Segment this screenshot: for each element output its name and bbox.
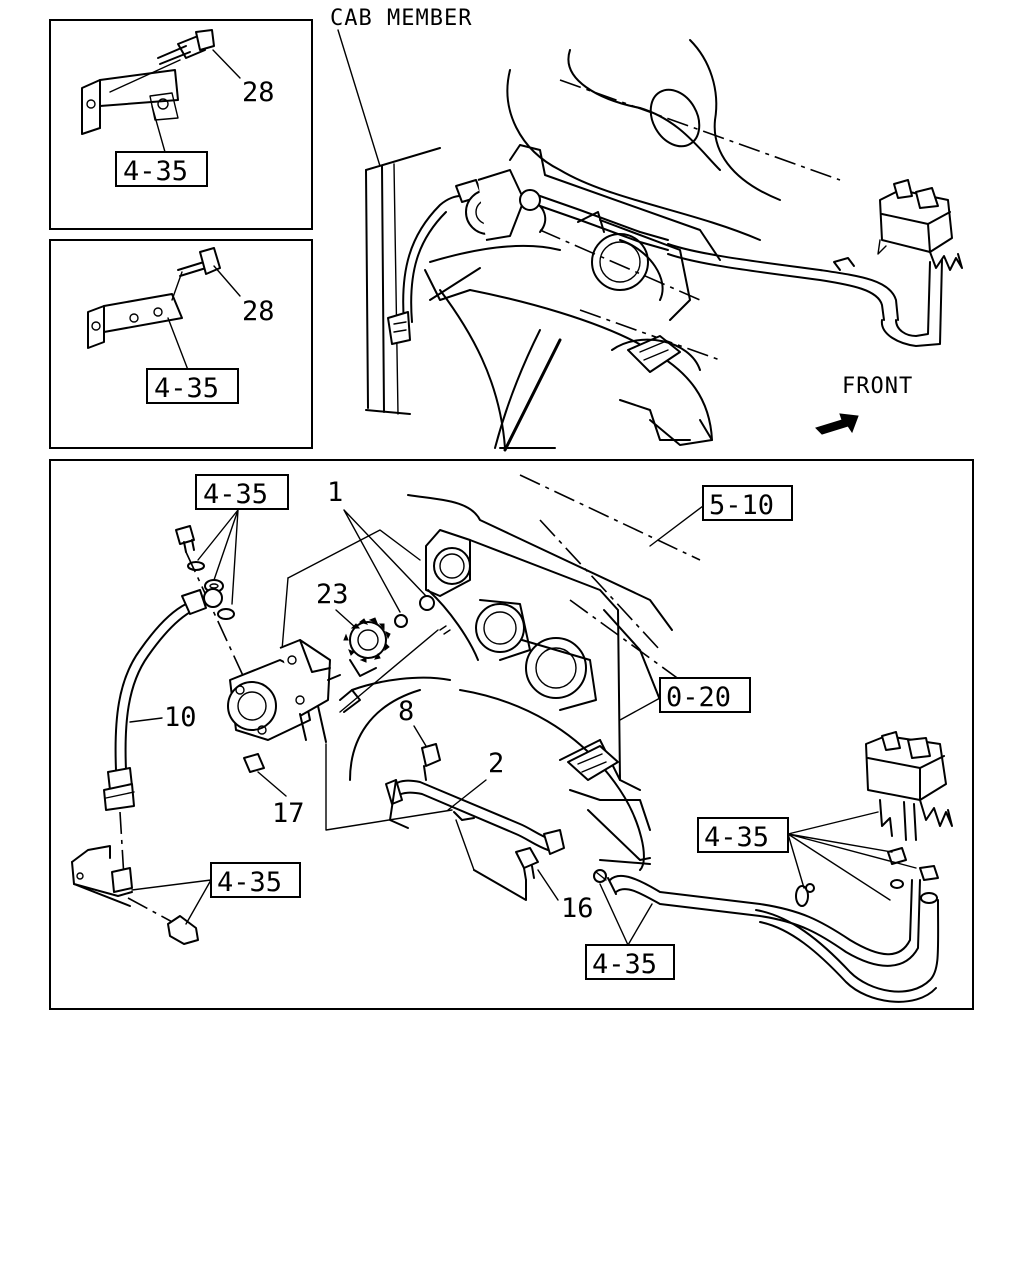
part-hose-number: 10: [164, 702, 197, 733]
inset1-bolt-number: 28: [242, 77, 275, 108]
return-pipe: [385, 743, 565, 871]
inset-panel-1: 28 4-35: [49, 19, 313, 230]
seal-ring: [394, 614, 408, 628]
inset-panel-2: 28 4-35: [49, 239, 313, 449]
leader-hose: [129, 717, 163, 723]
hose-bracket: [71, 811, 199, 945]
part-pipe-number: 2: [488, 748, 504, 779]
leader-gear: [335, 609, 357, 629]
pressure-hose: [103, 588, 223, 811]
leader-block: [649, 505, 704, 547]
main-exploded-panel: 4-35 1 23 5-10 0-20 8 2 10 17 16 4-35 4-…: [49, 459, 974, 1010]
leader-hose-clamps: [599, 883, 653, 946]
leader-nut: [257, 771, 287, 797]
pipe-clip-bolt: [473, 847, 539, 901]
inset2-bolt-leader: [213, 265, 241, 297]
tank-overview: [667, 179, 963, 347]
ref-hose-clamps: 4-35: [592, 949, 657, 980]
cab-member-caption: CAB MEMBER: [330, 6, 472, 31]
inset2-ref-label: 4-35: [154, 373, 219, 404]
intake-duct: [506, 39, 841, 241]
cab-member: [337, 29, 441, 415]
ref-box-tank-clips: [697, 817, 789, 853]
ref-box-hose-clamps: [585, 944, 675, 980]
inset2-ref-box: [146, 368, 239, 404]
inset1-bolt-leader: [212, 49, 241, 79]
inset1-ref-box: [115, 151, 208, 187]
pump-overview: [387, 169, 669, 345]
front-arrow: [815, 413, 859, 435]
engine-block-overview: [424, 144, 721, 452]
leader-top-washers: [197, 509, 239, 605]
inset2-bolt-number: 28: [242, 296, 275, 327]
tank-hoses: [593, 869, 940, 1003]
inset1-ref-label: 4-35: [123, 156, 188, 187]
inset2-ref-leader: [167, 317, 189, 371]
inset1-bolt: [109, 29, 215, 93]
ref-box-top-washers: [195, 474, 289, 510]
leader-bolt: [537, 869, 559, 901]
overview-illustration: CAB MEMBER: [330, 6, 963, 452]
inset1-bracket: [81, 69, 179, 135]
pump-nut: [243, 753, 265, 773]
inset1-ref-leader: [151, 105, 166, 153]
ref-block: 5-10: [709, 490, 774, 521]
engine-block: [339, 474, 701, 871]
leader-bottom-bracket: [131, 879, 212, 925]
front-caption: FRONT: [842, 374, 913, 399]
inset2-bracket: [87, 293, 183, 349]
ref-top-washers: 4-35: [203, 479, 268, 510]
ref-bottom-bracket: 4-35: [217, 867, 282, 898]
reservoir-tank: [795, 731, 953, 907]
leader-tank-clips: [787, 811, 917, 901]
leader-flywheel-housing: [619, 697, 661, 721]
part-pipe-union-number: 8: [398, 696, 414, 727]
part-bolt-number: 16: [561, 893, 594, 924]
stud: [439, 625, 451, 635]
shaft-axis: [339, 629, 439, 713]
ref-flywheel-housing: 0-20: [666, 682, 731, 713]
leader-pipe: [447, 779, 487, 811]
ref-box-flywheel-housing: [659, 677, 751, 713]
ref-tank-clips: 4-35: [704, 822, 769, 853]
part-gear-number: 23: [316, 579, 349, 610]
seal-nut: [419, 595, 435, 611]
ref-box-bottom-bracket: [210, 862, 301, 898]
part-seal-number: 1: [327, 477, 343, 508]
ref-box-block: [702, 485, 793, 521]
leader-seal: [343, 509, 427, 613]
drive-gear: [343, 617, 391, 677]
leader-pipe-union: [413, 725, 427, 747]
part-nut-number: 17: [272, 798, 305, 829]
power-steering-pump: [227, 529, 453, 831]
